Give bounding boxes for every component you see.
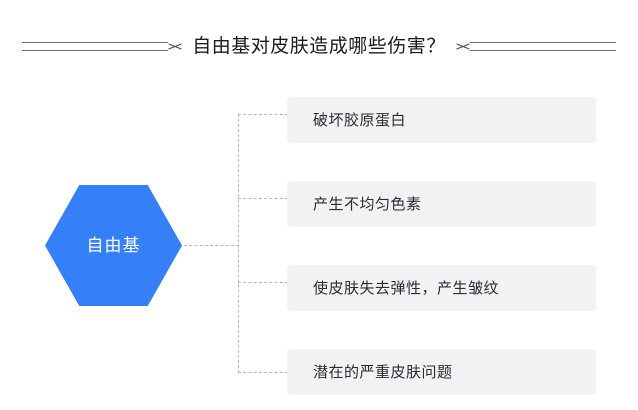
rule-line-bottom — [22, 50, 169, 51]
item-label: 产生不均匀色素 — [313, 195, 422, 213]
connector-branch-4 — [238, 372, 288, 373]
item-box: 潜在的严重皮肤问题 — [287, 349, 596, 395]
item-box: 破坏胶原蛋白 — [287, 97, 596, 143]
rule-line-top — [22, 42, 169, 43]
x-mark-right-icon — [456, 39, 470, 53]
connector-spine — [238, 114, 239, 373]
title-bar: 自由基对皮肤造成哪些伤害？ — [0, 26, 638, 66]
root-node-label: 自由基 — [86, 236, 141, 255]
page-title: 自由基对皮肤造成哪些伤害？ — [192, 35, 446, 57]
item-box: 产生不均匀色素 — [287, 181, 596, 227]
rule-line-top — [469, 42, 616, 43]
connector-branch-3 — [238, 282, 288, 283]
connector-branch-1 — [238, 114, 288, 115]
item-label: 破坏胶原蛋白 — [313, 111, 407, 129]
root-node-hexagon: 自由基 — [45, 185, 182, 306]
title-rule-right — [469, 39, 616, 53]
item-label: 潜在的严重皮肤问题 — [313, 363, 453, 381]
item-label: 使皮肤失去弹性，产生皱纹 — [313, 279, 500, 297]
item-box: 使皮肤失去弹性，产生皱纹 — [287, 265, 596, 311]
connector-branch-2 — [238, 198, 288, 199]
title-rule-left — [22, 39, 169, 53]
rule-line-bottom — [469, 50, 616, 51]
x-mark-left-icon — [168, 39, 182, 53]
connector-stem — [184, 245, 239, 246]
